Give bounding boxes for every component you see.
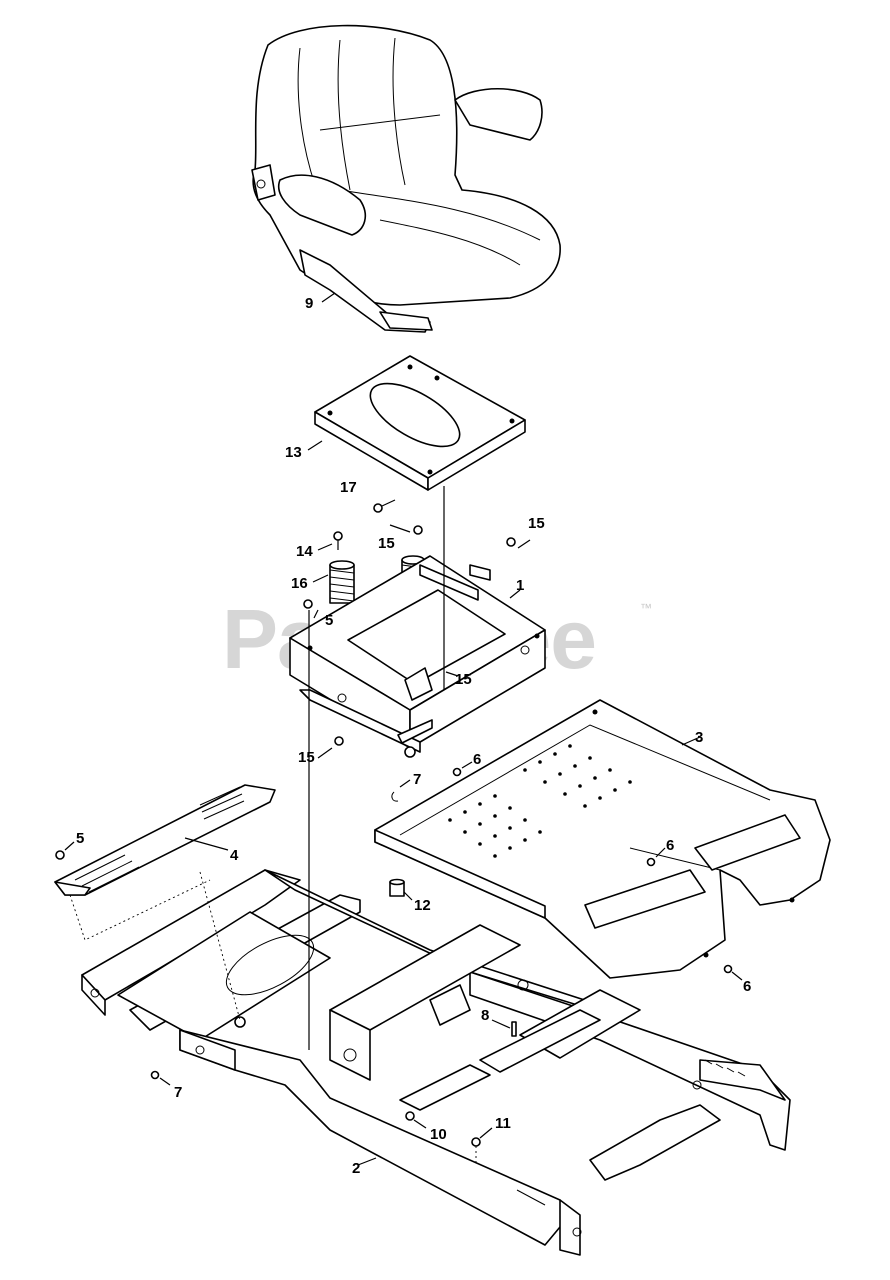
- callout-5: 5: [325, 612, 333, 629]
- callout-13: 13: [285, 444, 302, 461]
- callout-9: 9: [305, 295, 313, 312]
- main-frame-part[interactable]: [81, 869, 791, 1256]
- callout-6: 6: [666, 837, 674, 854]
- callout-3: 3: [695, 729, 703, 746]
- callout-1: 1: [516, 577, 524, 594]
- fastener-part-10[interactable]: [405, 1111, 415, 1121]
- leader-lines: [64, 292, 743, 1166]
- seat-part[interactable]: [251, 24, 561, 333]
- callout-8: 8: [481, 1007, 489, 1024]
- watermark-trademark: ™: [640, 601, 652, 615]
- spacer-part-12[interactable]: [389, 878, 405, 897]
- callout-17: 17: [340, 479, 357, 496]
- callout-15: 15: [455, 671, 472, 688]
- side-plate-part[interactable]: [54, 784, 276, 896]
- callout-15: 15: [378, 535, 395, 552]
- clip-part-7[interactable]: [150, 791, 399, 1080]
- callout-14: 14: [296, 543, 313, 560]
- bolt-part-17[interactable]: [373, 499, 396, 513]
- callout-15: 15: [528, 515, 545, 532]
- callout-7: 7: [174, 1084, 182, 1101]
- floor-pan-part[interactable]: [374, 699, 831, 979]
- bolt-part-5[interactable]: [55, 599, 313, 860]
- callout-10: 10: [430, 1126, 447, 1143]
- callout-4: 4: [230, 847, 239, 864]
- seat-mount-frame-part[interactable]: [289, 555, 546, 758]
- seat-plate-part[interactable]: [314, 355, 526, 491]
- screw-part-6[interactable]: [452, 767, 733, 974]
- callout-11: 11: [495, 1115, 511, 1132]
- floor-pan-holes-right: [523, 744, 632, 808]
- fastener-part-8[interactable]: [511, 1021, 517, 1037]
- callout-5: 5: [76, 830, 84, 847]
- callout-2: 2: [352, 1160, 360, 1177]
- callout-16: 16: [291, 575, 308, 592]
- bolt-part-14[interactable]: [333, 531, 343, 550]
- callout-6: 6: [473, 751, 481, 768]
- callout-6: 6: [743, 978, 751, 995]
- callout-12: 12: [414, 897, 431, 914]
- callout-7: 7: [413, 771, 421, 788]
- floor-pan-holes-left: [448, 794, 542, 858]
- callout-labels: 9 13 17 15 14 15 16 5 1 15 15 3 6 7 5 4 …: [76, 295, 751, 1177]
- callout-15: 15: [298, 749, 315, 766]
